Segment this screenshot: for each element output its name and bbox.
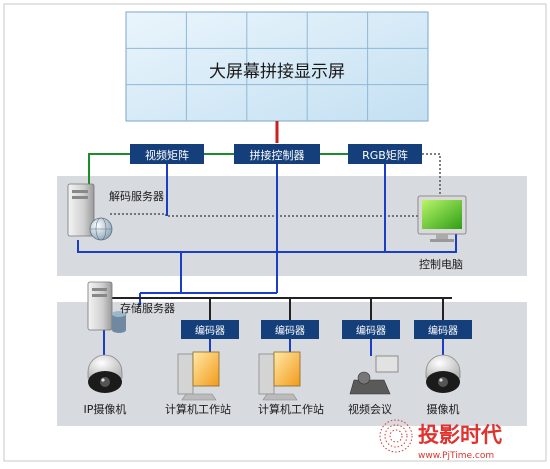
encoder-box: 编码器 bbox=[261, 320, 319, 339]
display-wall-frame bbox=[125, 11, 429, 122]
display-wall: 大屏幕拼接显示屏 bbox=[125, 11, 429, 122]
control-pc-label: 控制电脑 bbox=[419, 257, 463, 271]
monitor-icon bbox=[417, 195, 467, 242]
encoder-box: 编码器 bbox=[181, 320, 239, 339]
encoder-label: 编码器 bbox=[275, 324, 305, 337]
decode-server-label: 解码服务器 bbox=[109, 189, 164, 203]
spiral-logo-icon bbox=[379, 419, 413, 453]
encoder-label: 编码器 bbox=[195, 324, 225, 337]
workstation-icon bbox=[177, 351, 220, 401]
video-matrix-box: 视频矩阵 bbox=[130, 144, 204, 164]
green-link-decode bbox=[88, 153, 130, 190]
ip-camera-label: IP摄像机 bbox=[84, 402, 127, 416]
encoder-label: 编码器 bbox=[356, 324, 386, 337]
dome-camera-icon bbox=[425, 354, 461, 393]
workstation-icon bbox=[258, 351, 301, 401]
server-icon bbox=[67, 183, 95, 237]
camera: 摄像机 bbox=[425, 354, 461, 416]
dotted-link-rgb-pc bbox=[422, 153, 441, 196]
workstation-2-label: 计算机工作站 bbox=[258, 402, 324, 416]
splice-controller-label: 拼接控制器 bbox=[250, 148, 305, 162]
storage-server-label: 存储服务器 bbox=[120, 301, 175, 315]
dome-camera-icon bbox=[87, 354, 123, 393]
rgb-matrix-box: RGB矩阵 bbox=[348, 144, 422, 164]
encoders: 编码器 编码器 编码器 编码器 bbox=[181, 320, 472, 339]
storage-server: 存储服务器 bbox=[87, 281, 175, 333]
server-icon bbox=[87, 281, 113, 331]
watermark: 投影时代 www.PjTime.com bbox=[379, 419, 502, 461]
workstation-1: 计算机工作站 bbox=[165, 351, 231, 416]
camera-label: 摄像机 bbox=[427, 402, 460, 416]
ip-camera: IP摄像机 bbox=[84, 354, 127, 416]
display-wall-label: 大屏幕拼接显示屏 bbox=[209, 62, 345, 82]
video-conference: 视频会议 bbox=[348, 355, 399, 416]
workstation-1-label: 计算机工作站 bbox=[165, 402, 231, 416]
control-pc: 控制电脑 bbox=[417, 195, 467, 271]
database-icon bbox=[112, 311, 126, 333]
decode-server: 解码服务器 bbox=[67, 183, 164, 241]
display-wall-grid bbox=[126, 12, 428, 121]
blue-bus-decode bbox=[77, 232, 457, 253]
encoder-box: 编码器 bbox=[342, 320, 400, 339]
encoder-label: 编码器 bbox=[428, 324, 458, 337]
video-matrix-label: 视频矩阵 bbox=[145, 148, 189, 162]
splice-controller-box: 拼接控制器 bbox=[234, 144, 320, 164]
watermark-url: www.PjTime.com bbox=[418, 451, 494, 461]
video-conference-icon bbox=[349, 355, 399, 395]
encoder-box: 编码器 bbox=[414, 320, 472, 339]
video-conference-label: 视频会议 bbox=[348, 402, 392, 416]
watermark-brand: 投影时代 bbox=[418, 423, 502, 447]
globe-icon bbox=[89, 217, 113, 241]
rgb-matrix-label: RGB矩阵 bbox=[362, 148, 408, 162]
workstation-2: 计算机工作站 bbox=[258, 351, 324, 416]
